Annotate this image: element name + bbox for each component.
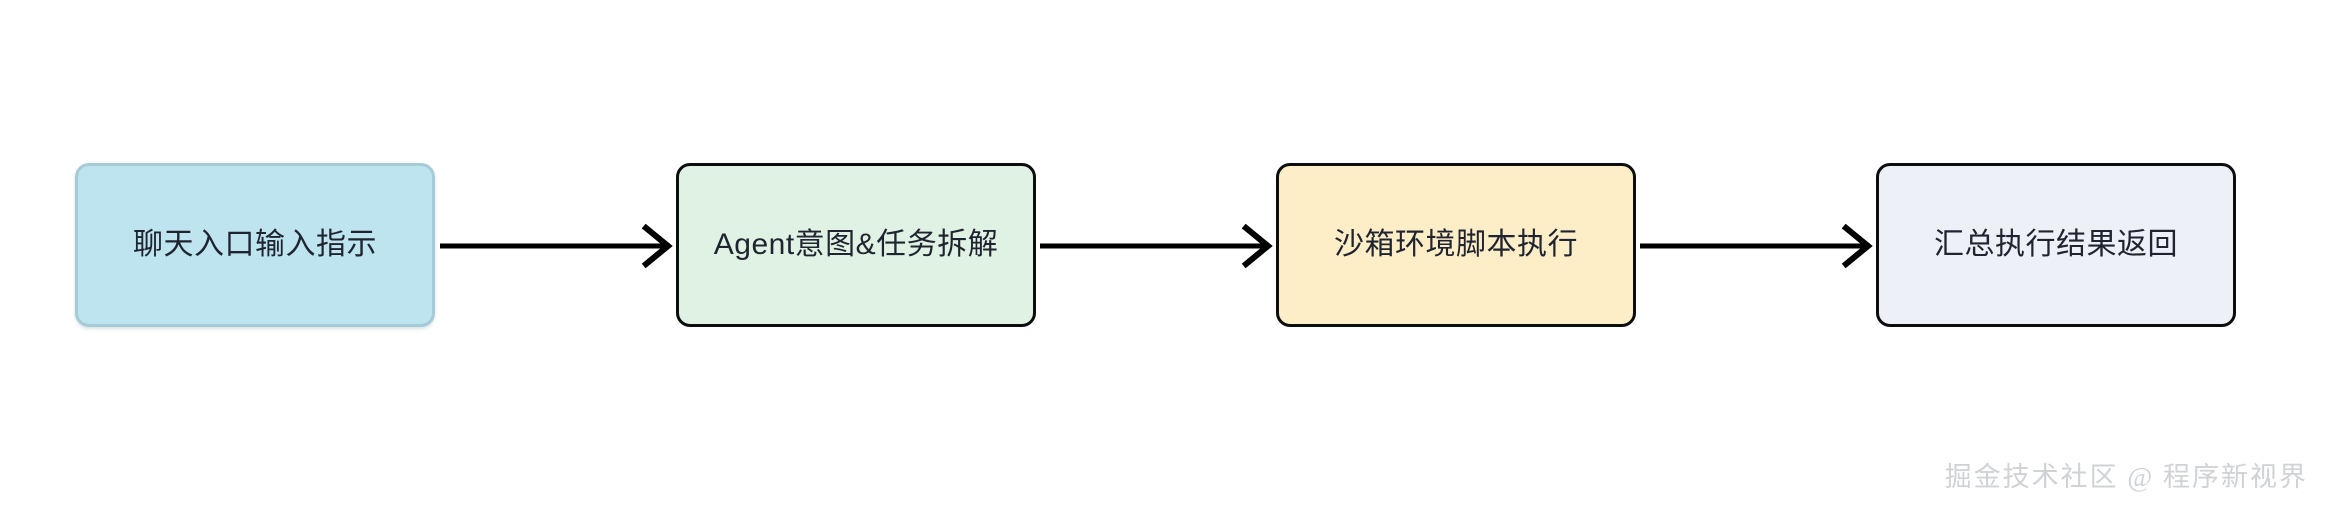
flow-node-result-return[interactable]: 汇总执行结果返回: [1876, 163, 2236, 327]
edge-n2-n3: [1040, 223, 1273, 269]
arrowhead-icon: [641, 223, 673, 269]
flow-node-chat-entry[interactable]: 聊天入口输入指示: [75, 163, 435, 327]
flow-node-label: 沙箱环境脚本执行: [1334, 228, 1578, 262]
flow-node-sandbox-exec[interactable]: 沙箱环境脚本执行: [1276, 163, 1636, 327]
flow-node-label: 汇总执行结果返回: [1934, 228, 2178, 262]
flow-node-label: Agent意图&任务拆解: [713, 228, 999, 262]
edge-n1-n2: [440, 223, 673, 269]
arrowhead-icon: [1241, 223, 1273, 269]
flow-node-label: 聊天入口输入指示: [133, 228, 377, 262]
arrowhead-icon: [1841, 223, 1873, 269]
edge-n3-n4: [1640, 223, 1873, 269]
watermark: 掘金技术社区 @ 程序新视界: [1944, 462, 2308, 492]
flow-node-agent-intent[interactable]: Agent意图&任务拆解: [676, 163, 1036, 327]
